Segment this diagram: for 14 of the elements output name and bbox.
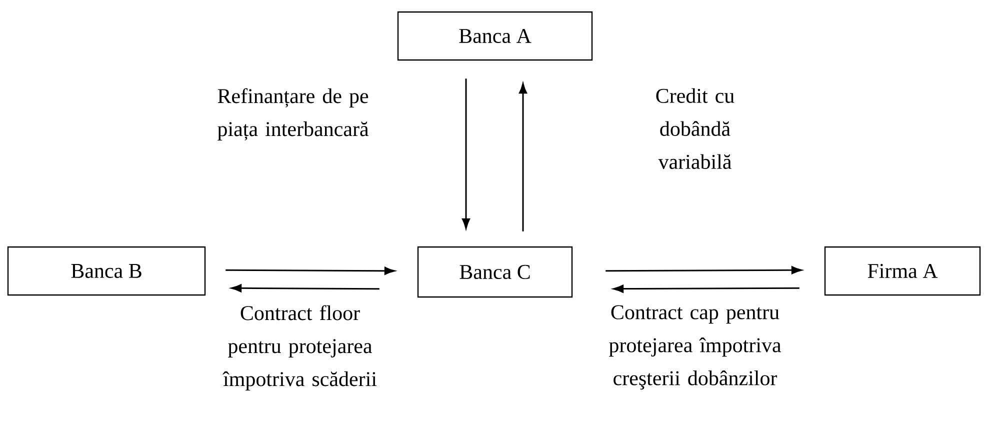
bank-box: Banca B xyxy=(7,246,206,296)
arrow xyxy=(226,266,395,275)
annotation-text: Contract floor pentru protejarea împotriva scăderii xyxy=(222,305,377,390)
bank-box: Firma A xyxy=(824,246,981,296)
annotation-text: Credit cu dobândă variabilă xyxy=(656,88,734,169)
arrow xyxy=(462,78,470,229)
arrow xyxy=(231,284,380,292)
bank-box: Banca A xyxy=(397,11,593,61)
annotation-text: Refinanțare de pe piața interbancară xyxy=(218,88,369,140)
arrow xyxy=(613,284,800,293)
arrow xyxy=(519,83,527,232)
annotation-text: Contract cap pentru protejarea împotriva creşterii dobânzilor xyxy=(609,305,782,390)
bank-box: Banca C xyxy=(417,246,573,298)
arrow xyxy=(606,266,802,274)
